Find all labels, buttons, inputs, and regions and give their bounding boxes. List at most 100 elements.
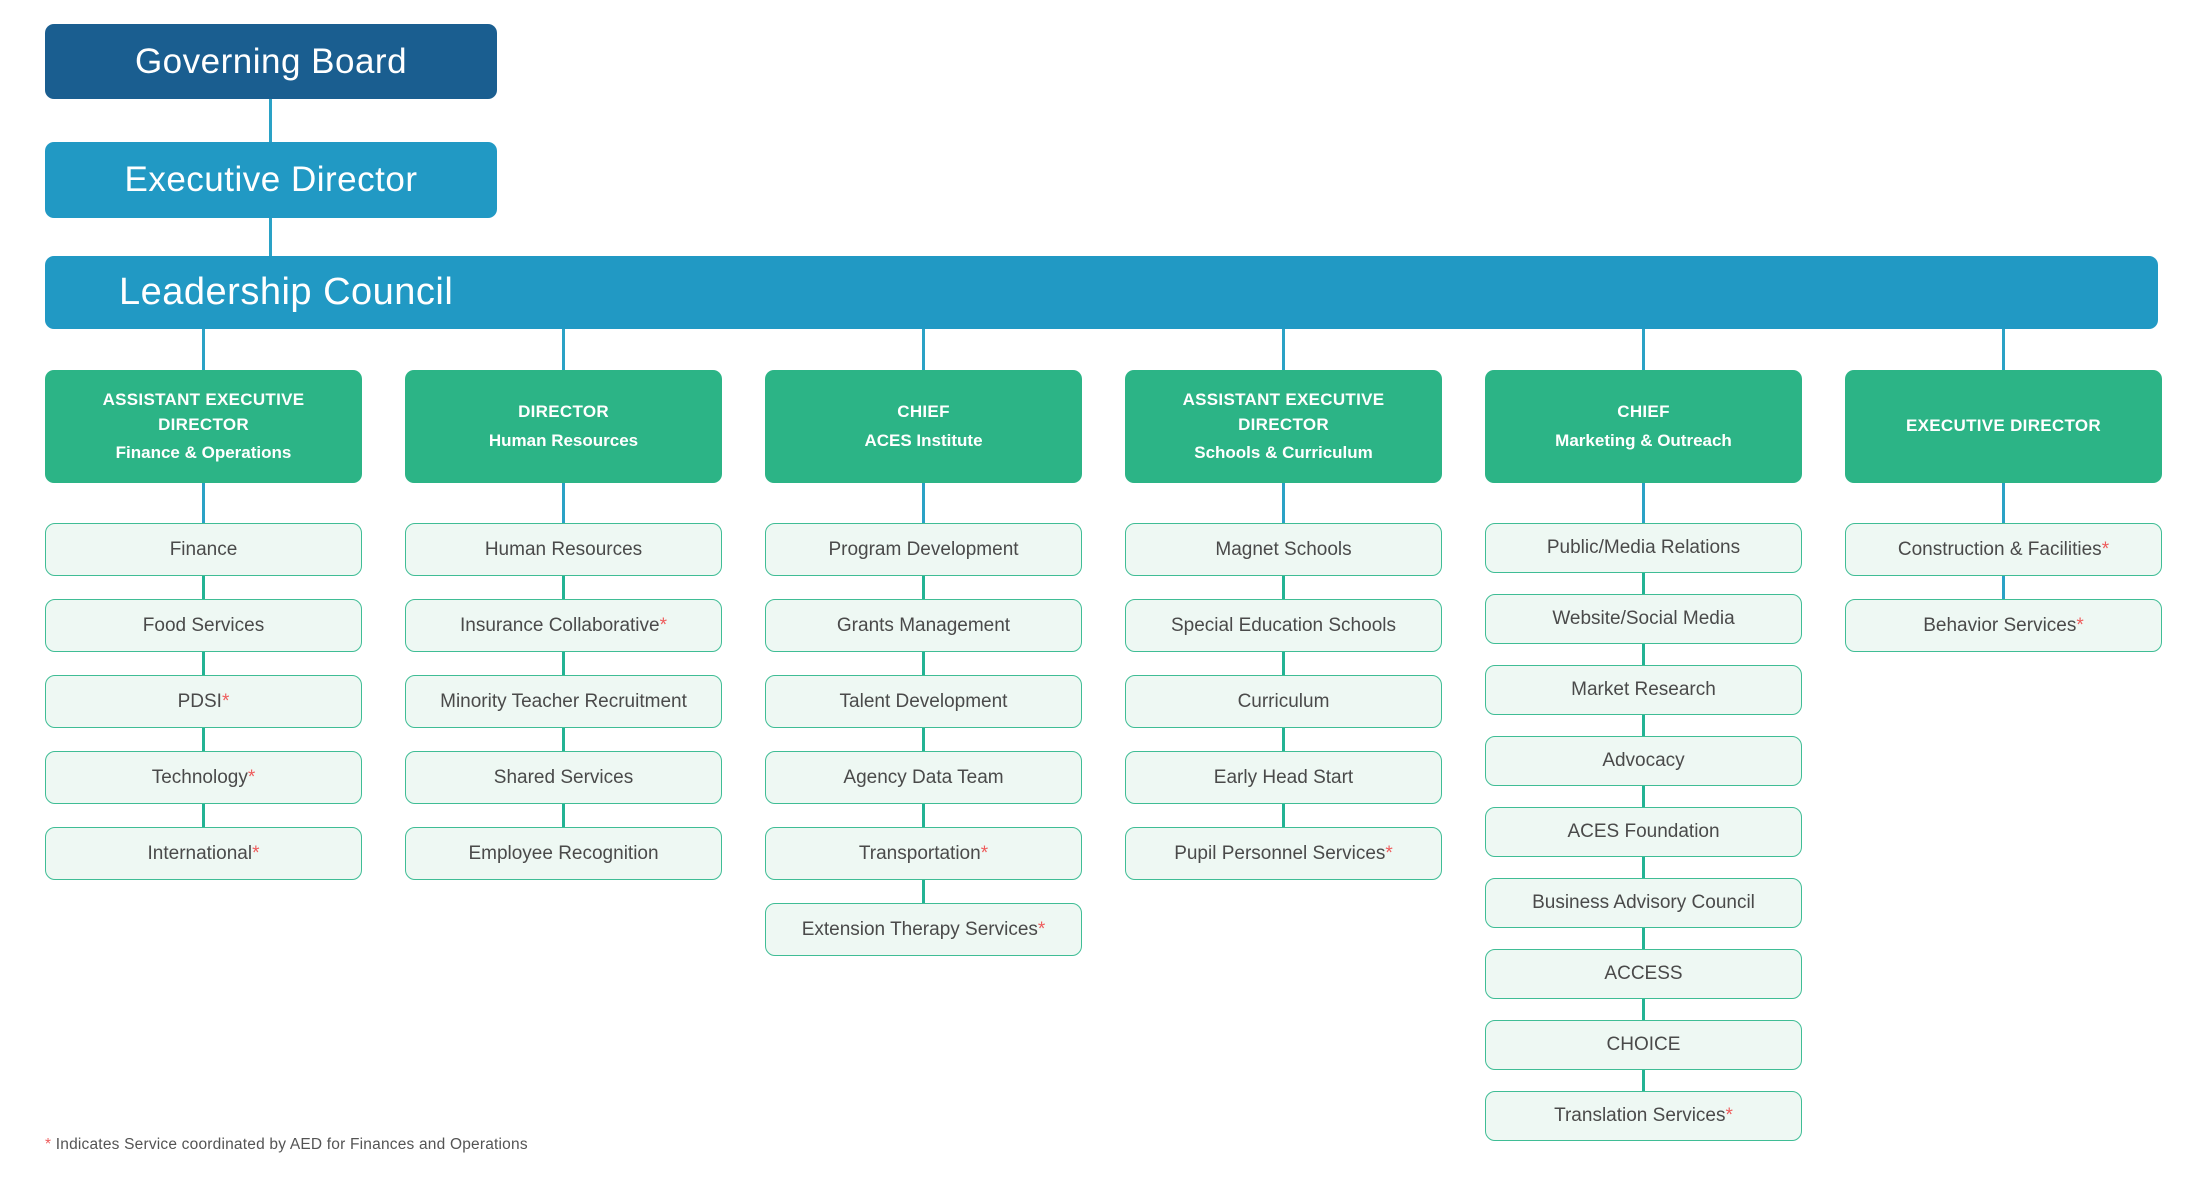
org-item: Early Head Start [1125,751,1442,804]
org-item: Advocacy [1485,736,1802,786]
connector-line [922,483,925,523]
connector-line [1642,329,1645,370]
asterisk-marker: * [1385,842,1393,864]
org-item: Talent Development [765,675,1082,728]
org-item-label: Pupil Personnel Services [1174,842,1386,864]
asterisk-marker: * [2101,538,2110,560]
org-item: Magnet Schools [1125,523,1442,576]
org-item-label: Grants Management [836,614,1011,636]
org-item: Food Services [45,599,362,652]
connector-line [922,880,925,903]
org-item: Grants Management [765,599,1082,652]
org-item: Human Resources [405,523,722,576]
org-item: Pupil Personnel Services* [1125,827,1442,880]
org-item-label: Program Development [828,538,1019,560]
connector-line [1642,573,1645,594]
connector-line [202,483,205,523]
connector-line [1642,999,1645,1020]
governing-board-box: Governing Board [45,24,497,99]
connector-line [202,804,205,827]
connector-line [1642,928,1645,949]
org-item-label: Extension Therapy Services [801,918,1038,940]
connector-line [562,483,565,523]
org-item-label: PDSI [177,690,222,712]
connector-line [1642,1070,1645,1091]
executive-director-box: Executive Director [45,142,497,218]
connector-line [1282,652,1285,675]
asterisk-marker: * [2076,614,2084,636]
org-item: CHOICE [1485,1020,1802,1070]
org-item-label: Magnet Schools [1215,538,1352,560]
connector-line [1282,329,1285,370]
asterisk-marker: * [1725,1105,1733,1126]
connector-line [1282,483,1285,523]
connector-line [922,329,925,370]
column-subtitle: Finance & Operations [115,443,292,463]
column-subtitle: Marketing & Outreach [1555,430,1732,450]
connector-line [202,576,205,599]
org-item: PDSI* [45,675,362,728]
org-item-label: International [147,842,253,864]
org-item-label: Business Advisory Council [1532,892,1755,913]
org-item: Extension Therapy Services* [765,903,1082,956]
column-title: DIRECTOR [518,402,609,422]
org-item: Behavior Services* [1845,599,2162,652]
asterisk-marker: * [247,766,256,788]
column-title: CHIEF [897,402,950,422]
org-item: Special Education Schools [1125,599,1442,652]
connector-line [1642,786,1645,807]
connector-line [922,804,925,827]
org-item-label: Employee Recognition [468,842,659,864]
connector-line [562,576,565,599]
org-item: ACES Foundation [1485,807,1802,857]
connector-line [1282,804,1285,827]
org-item-label: Construction & Facilities [1897,538,2102,560]
org-item: Website/Social Media [1485,594,1802,644]
connector-line [269,99,272,142]
org-item: International* [45,827,362,880]
org-item: Agency Data Team [765,751,1082,804]
executive-director-label: Executive Director [124,160,418,199]
org-item: Minority Teacher Recruitment [405,675,722,728]
org-item: Employee Recognition [405,827,722,880]
footnote: * Indicates Service coordinated by AED f… [45,1136,528,1154]
org-item: Public/Media Relations [1485,523,1802,573]
column-title: CHIEF [1617,402,1670,422]
footnote-text: Indicates Service coordinated by AED for… [55,1136,528,1153]
connector-line [1642,715,1645,736]
org-item-label: Food Services [142,614,265,636]
connector-line [269,218,272,256]
org-item: Insurance Collaborative* [405,599,722,652]
column-title: ASSISTANT EXECUTIVE DIRECTOR [102,389,305,434]
column-subtitle: Schools & Curriculum [1194,443,1373,463]
org-item-label: ACES Foundation [1567,821,1720,842]
org-item-label: Public/Media Relations [1546,537,1741,558]
org-item-label: Minority Teacher Recruitment [440,690,687,712]
asterisk-marker: * [659,614,668,636]
org-item-label: Market Research [1571,679,1716,700]
connector-line [202,329,205,370]
column-header: ASSISTANT EXECUTIVE DIRECTOR Finance & Op… [45,370,362,483]
connector-line [1282,576,1285,599]
org-item-label: Technology [151,766,248,788]
org-item: Curriculum [1125,675,1442,728]
org-item-label: Early Head Start [1213,766,1354,788]
org-item-label: Insurance Collaborative [459,614,660,636]
asterisk-marker: * [252,842,260,864]
connector-line [1642,483,1645,523]
org-item-label: Translation Services [1554,1105,1726,1126]
org-item-label: Behavior Services [1923,614,2077,636]
org-item-label: Talent Development [839,690,1008,712]
asterisk-marker: * [980,842,989,864]
connector-line [202,652,205,675]
governing-board-label: Governing Board [134,41,408,81]
org-item: Transportation* [765,827,1082,880]
column-title: EXECUTIVE DIRECTOR [1906,416,2101,436]
org-item-label: Website/Social Media [1552,608,1735,629]
org-item-label: Finance [169,538,238,560]
connector-line [2002,329,2005,370]
org-item-label: Curriculum [1237,690,1330,712]
